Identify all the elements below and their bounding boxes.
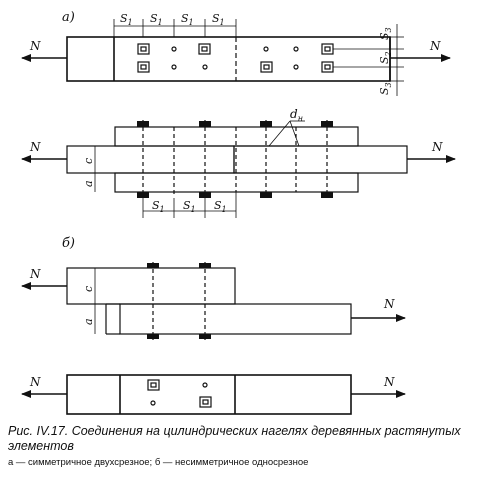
figure-caption: Рис. IV.17. Соединения на цилиндрических…	[8, 424, 461, 453]
force-label: N	[383, 297, 395, 311]
elevation-view-a: dн с а S1 S1 S1 N N	[21, 107, 456, 218]
dim-s1-label: S1	[214, 199, 227, 214]
part-label-a: а)	[62, 10, 75, 25]
section-c-label: с	[82, 286, 95, 292]
figure-legend: а — симметричное двухсрезное; б — несимм…	[8, 457, 309, 468]
force-label: N	[29, 375, 41, 389]
plan-view-b: N N	[21, 374, 406, 415]
force-label: N	[383, 375, 395, 389]
section-c-label: с	[82, 158, 95, 164]
force-label: N	[431, 140, 443, 154]
dim-s2-label: S2	[378, 51, 393, 64]
dim-s1-label: S1	[181, 12, 194, 27]
dim-s1-label: S1	[120, 12, 133, 27]
section-a-label: а	[82, 318, 95, 325]
force-label: N	[29, 267, 41, 281]
dim-s3-label: S3	[378, 27, 393, 40]
force-label: N	[29, 140, 41, 154]
elevation-view-b: б) с а N N	[21, 236, 406, 340]
plan-view-a: а) S1 S1 S1 S1	[21, 10, 451, 96]
dim-s1-label: S1	[152, 199, 165, 214]
force-label: N	[29, 39, 41, 53]
force-label: N	[429, 39, 441, 53]
part-label-b: б)	[62, 236, 75, 251]
dim-s1-label: S1	[183, 199, 196, 214]
dim-s1-label: S1	[150, 12, 163, 27]
dim-s3-label: S3	[378, 82, 393, 95]
dim-s1-label: S1	[212, 12, 225, 27]
dowel-label: dн	[290, 107, 303, 123]
section-a-label: а	[82, 180, 95, 187]
